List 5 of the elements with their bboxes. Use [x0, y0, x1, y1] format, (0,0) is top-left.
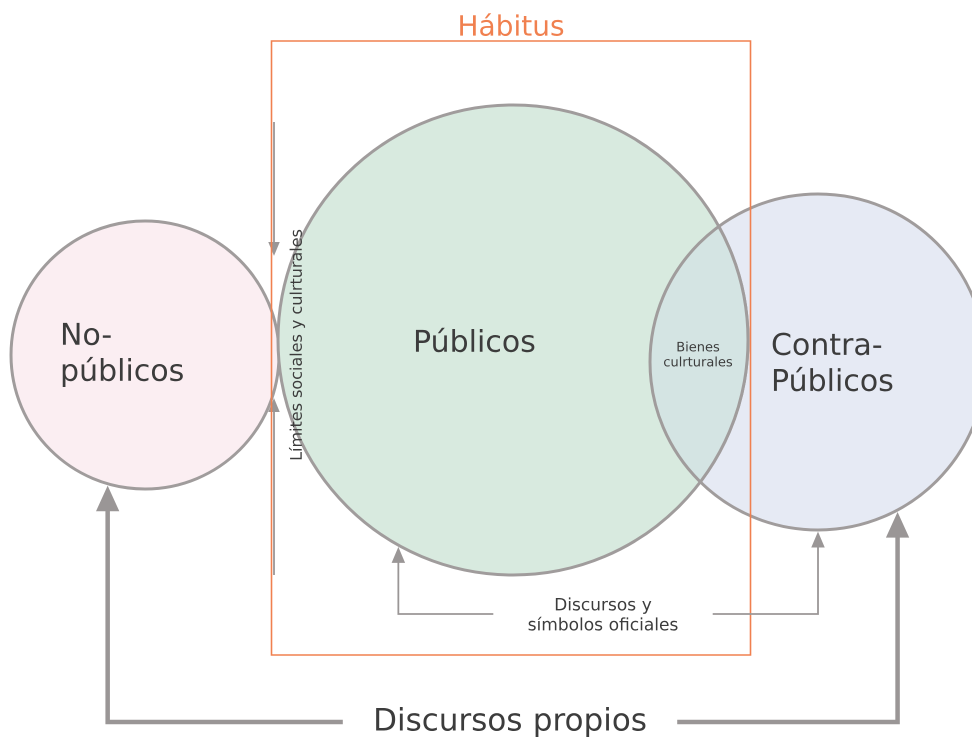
- caption-text: Discursos y símbolos oficiales: [528, 597, 678, 631]
- caption-text: Discursos propios: [376, 707, 646, 737]
- node-label: Hábitus: [460, 13, 564, 36]
- boundary-label: Límites sociales y culrturales: [288, 230, 306, 460]
- overlap-lens: Bienes culrturales: [648, 192, 748, 532]
